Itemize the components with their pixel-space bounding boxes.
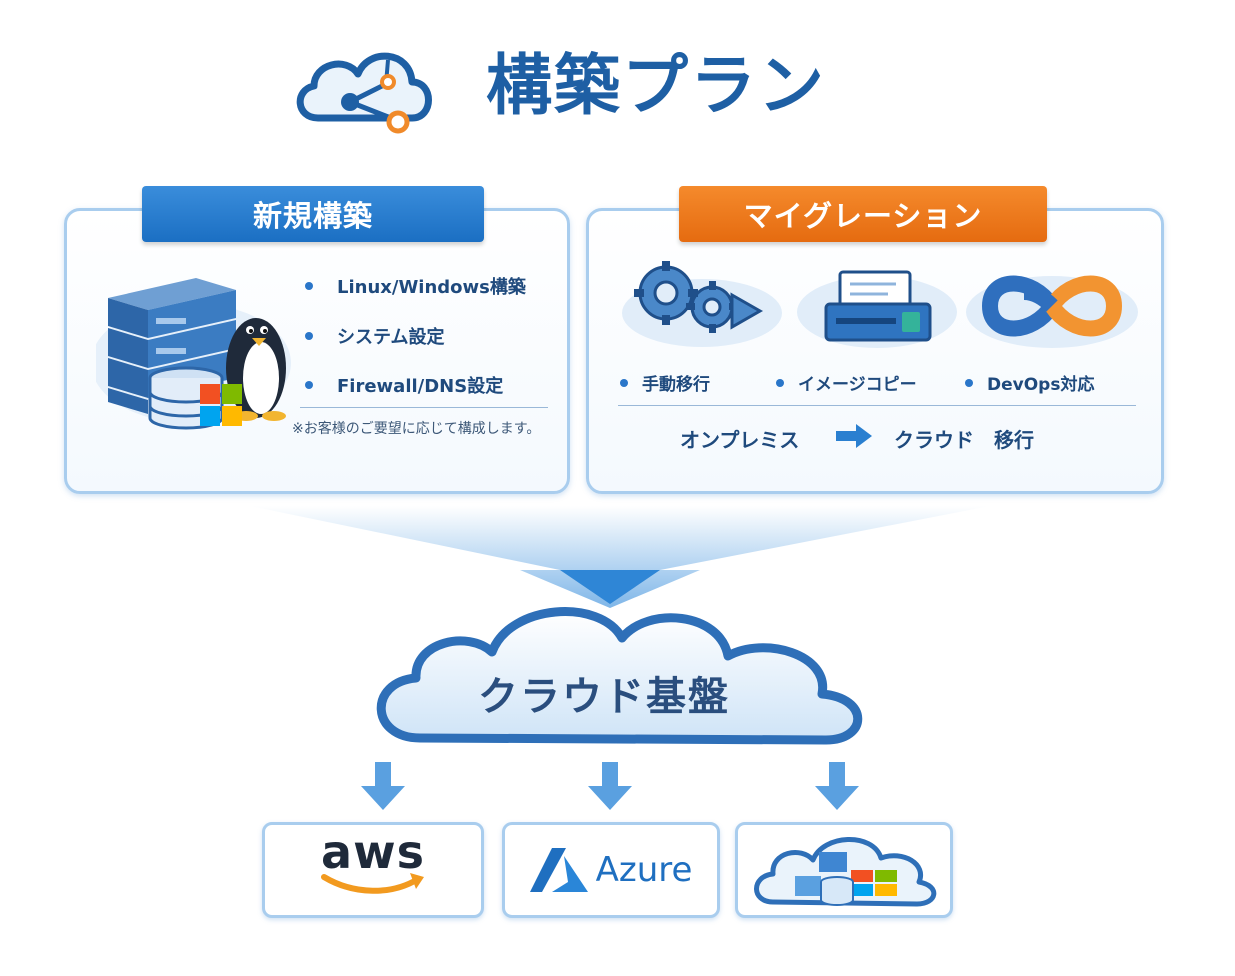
page-title: 構築プラン: [486, 47, 826, 124]
bullet-icon: [305, 282, 313, 290]
server-linux-windows-icon: [96, 278, 291, 430]
migration-item-label: DevOps対応: [987, 375, 1095, 395]
image-copy-icon: [797, 270, 957, 348]
cloud-label: クラウド基盤: [478, 674, 730, 720]
bullet-icon: [776, 378, 784, 387]
divider: [618, 405, 1136, 406]
aws-smile-icon: [321, 873, 424, 894]
flow-from-label: オンプレミス: [680, 428, 800, 452]
new-build-item-firewall-dns: Firewall/DNS設定: [305, 372, 503, 398]
azure-logo-icon: [529, 848, 588, 892]
azure-logo: Azure: [595, 850, 693, 890]
migration-panel: [586, 208, 1164, 494]
cloud-network-icon: [296, 52, 432, 134]
funnel-arrow-icon: [250, 506, 990, 608]
arrow-down-icon: [361, 762, 405, 810]
new-build-item-label: システム設定: [337, 327, 445, 348]
new-build-item-system-settings: システム設定: [305, 323, 444, 349]
bullet-icon: [305, 332, 313, 340]
provider-azure: Azure: [502, 822, 720, 918]
cloud-icon: [376, 607, 863, 745]
bullet-icon: [965, 378, 973, 387]
flow-to-label: クラウド 移行: [894, 428, 1034, 452]
bullet-icon: [305, 381, 313, 389]
aws-logo: aws: [321, 825, 425, 879]
divider: [300, 407, 548, 408]
new-build-note: ※お客様のご要望に応じて構成します。: [292, 421, 541, 437]
new-build-item-label: Linux/Windows構築: [337, 277, 526, 298]
cloud-databases-icon: [754, 837, 937, 907]
bullet-icon: [620, 378, 628, 387]
new-build-ribbon: 新規構築: [142, 186, 484, 242]
new-build-item-linux-windows: Linux/Windows構築: [305, 273, 526, 299]
migration-item-image-copy: イメージコピー: [776, 370, 917, 395]
migration-item-manual: 手動移行: [620, 370, 710, 395]
provider-aws: aws: [262, 822, 484, 918]
new-build-item-label: Firewall/DNS設定: [337, 376, 504, 397]
provider-other-cloud: [735, 822, 953, 918]
arrow-down-icon: [815, 762, 859, 810]
migration-item-label: イメージコピー: [798, 375, 917, 395]
migration-item-label: 手動移行: [642, 375, 710, 395]
infinity-icon: [966, 275, 1138, 348]
migration-ribbon: マイグレーション: [679, 186, 1047, 242]
arrow-right-icon: [836, 424, 872, 448]
migration-item-devops: DevOps対応: [965, 370, 1094, 395]
arrow-down-icon: [588, 762, 632, 810]
gears-icon: [622, 261, 782, 347]
